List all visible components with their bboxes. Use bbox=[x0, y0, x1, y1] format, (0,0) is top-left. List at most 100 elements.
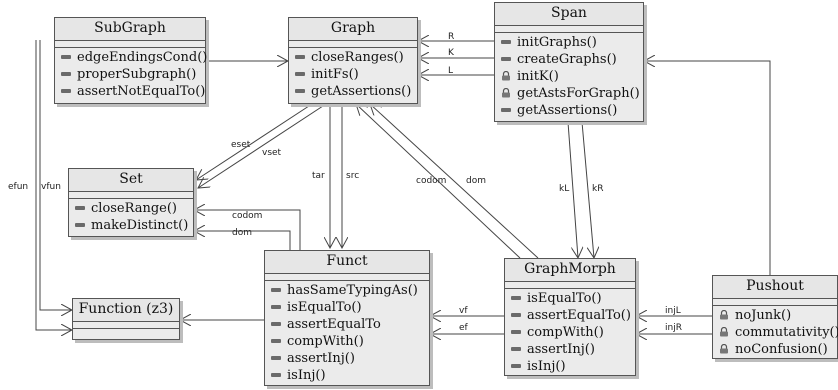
operation-label: compWith() bbox=[287, 334, 364, 349]
operation-row: getAssertions() bbox=[289, 83, 417, 100]
public-operation-icon bbox=[501, 39, 511, 44]
public-operation-icon bbox=[75, 222, 85, 227]
operation-row: noConfusion() bbox=[713, 341, 837, 358]
operation-row: compWith() bbox=[265, 333, 429, 350]
attributes-compartment bbox=[495, 26, 643, 33]
edge-label-codom-graph: codom bbox=[416, 176, 447, 186]
attributes-compartment bbox=[55, 41, 205, 48]
operation-label: getAssertions() bbox=[311, 84, 412, 99]
edge-label-eset: eset bbox=[231, 140, 251, 150]
edge-span-graphmorph-kr bbox=[581, 121, 594, 258]
class-box-span[interactable]: Span initGraphs()createGraphs() initK()get… bbox=[494, 2, 644, 122]
operation-row: closeRanges() bbox=[289, 49, 417, 66]
operations-compartment: closeRange() makeDistinct() bbox=[69, 199, 193, 234]
public-operation-icon bbox=[501, 56, 511, 61]
operation-label: initFs() bbox=[311, 67, 359, 82]
edge-label-efun: efun bbox=[8, 182, 29, 192]
class-box-set[interactable]: Set closeRange() makeDistinct() bbox=[68, 168, 194, 237]
operation-row: isInj() bbox=[505, 358, 635, 375]
edge-label-vfun: vfun bbox=[41, 182, 61, 192]
operation-label: assertEqualTo() bbox=[527, 308, 631, 323]
edge-label-tar: tar bbox=[312, 171, 325, 181]
class-name: SubGraph bbox=[55, 18, 205, 41]
operation-label: hasSameTypingAs() bbox=[287, 283, 418, 298]
operation-row: noJunk() bbox=[713, 307, 837, 324]
edge-label-ef: ef bbox=[459, 323, 468, 333]
attributes-compartment bbox=[289, 41, 417, 48]
edge-pushout-span bbox=[644, 61, 771, 275]
edge-label-vset: vset bbox=[262, 148, 282, 158]
lock-icon bbox=[719, 309, 729, 320]
operation-row: isInj() bbox=[265, 367, 429, 384]
class-name: Span bbox=[495, 3, 643, 26]
operation-label: isEqualTo() bbox=[287, 300, 362, 315]
operation-label: edgeEndingsCond() bbox=[77, 50, 208, 65]
public-operation-icon bbox=[61, 71, 71, 76]
class-name: Set bbox=[69, 169, 193, 192]
edge-graphmorph-graph-dom bbox=[370, 104, 539, 259]
operation-row: initFs() bbox=[289, 66, 417, 83]
public-operation-icon bbox=[295, 71, 305, 76]
operations-compartment: initGraphs()createGraphs() initK()getAsts… bbox=[495, 33, 643, 119]
edge-label-src: src bbox=[346, 171, 360, 181]
operation-row: getAstsForGraph() bbox=[495, 85, 643, 102]
edge-graph-set-vset bbox=[198, 103, 327, 188]
operation-label: isInj() bbox=[287, 368, 326, 383]
operation-label: closeRange() bbox=[91, 201, 177, 216]
class-name: GraphMorph bbox=[505, 259, 635, 282]
class-name: Funct bbox=[265, 251, 429, 274]
public-operation-icon bbox=[511, 346, 521, 351]
edge-subgraph-function-efun bbox=[39, 40, 72, 310]
operation-label: createGraphs() bbox=[517, 52, 617, 67]
edge-label-injr: injR bbox=[665, 323, 682, 333]
public-operation-icon bbox=[511, 312, 521, 317]
operation-row: assertEqualTo bbox=[265, 316, 429, 333]
attributes-compartment bbox=[69, 192, 193, 199]
operation-row: assertEqualTo() bbox=[505, 307, 635, 324]
public-operation-icon bbox=[75, 205, 85, 210]
class-box-funct[interactable]: Funct hasSameTypingAs() isEqualTo() assertE… bbox=[264, 250, 430, 386]
class-name: Function (z3) bbox=[73, 299, 179, 322]
edge-label-vf: vf bbox=[459, 306, 468, 316]
edge-subgraph-function-vfun bbox=[35, 40, 72, 330]
operation-row: initK() bbox=[495, 68, 643, 85]
operation-row: commutativity() bbox=[713, 324, 838, 341]
edge-label-k: K bbox=[448, 48, 454, 58]
class-name: Graph bbox=[289, 18, 417, 41]
public-operation-icon bbox=[271, 321, 281, 326]
operation-label: assertNotEqualTo() bbox=[77, 84, 206, 99]
lock-icon bbox=[501, 87, 511, 98]
operation-row: hasSameTypingAs() bbox=[265, 282, 429, 299]
class-box-subgraph[interactable]: SubGraph edgeEndingsCond() properSubgraph(… bbox=[54, 17, 208, 104]
operation-row: properSubgraph() bbox=[55, 66, 205, 83]
class-box-function-z3[interactable]: Function (z3) bbox=[72, 298, 180, 340]
operations-compartment: closeRanges()initFs() getAssertions() bbox=[289, 48, 417, 100]
operation-row: assertInj() bbox=[505, 341, 635, 358]
public-operation-icon bbox=[271, 355, 281, 360]
operation-label: assertInj() bbox=[287, 351, 355, 366]
operation-row: compWith() bbox=[505, 324, 635, 341]
attributes-compartment bbox=[73, 322, 179, 329]
operation-row: initGraphs() bbox=[495, 34, 643, 51]
operation-label: assertEqualTo bbox=[287, 317, 381, 332]
operation-label: initK() bbox=[517, 69, 559, 84]
operation-label: properSubgraph() bbox=[77, 67, 197, 82]
lock-icon bbox=[501, 70, 511, 81]
operations-compartment: noJunk()commutativity() noConfusion() bbox=[713, 306, 838, 358]
operation-label: assertInj() bbox=[527, 342, 595, 357]
operation-label: noConfusion() bbox=[735, 342, 828, 357]
attributes-compartment bbox=[505, 282, 635, 289]
public-operation-icon bbox=[271, 287, 281, 292]
edge-funct-set-dom bbox=[194, 231, 291, 250]
public-operation-icon bbox=[271, 304, 281, 309]
operation-label: commutativity() bbox=[735, 325, 838, 340]
public-operation-icon bbox=[511, 329, 521, 334]
operation-row: createGraphs() bbox=[495, 51, 643, 68]
operation-row: assertInj() bbox=[265, 350, 429, 367]
operation-label: makeDistinct() bbox=[91, 218, 189, 233]
operation-label: compWith() bbox=[527, 325, 604, 340]
class-box-graph[interactable]: Graph closeRanges()initFs() getAssertions(… bbox=[288, 17, 418, 104]
